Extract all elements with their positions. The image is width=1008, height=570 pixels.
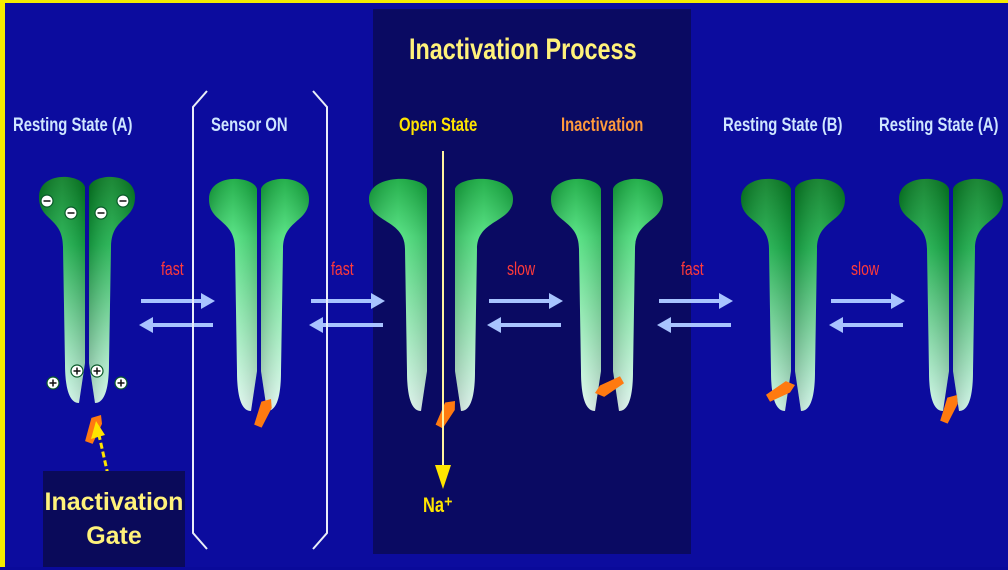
transition-label-2: fast	[331, 259, 354, 280]
state-label-sensor-on: Sensor ON	[211, 115, 288, 137]
transition-label-1: fast	[161, 259, 184, 280]
transition-label-4: fast	[681, 259, 704, 280]
sensor-charge-pos-3	[91, 365, 103, 377]
channel-3-right-subunit-shading	[455, 179, 513, 411]
state-label-resting-a-final: Resting State (A)	[879, 115, 998, 137]
channel-2-right-subunit-shading	[261, 179, 309, 411]
channel-4-left-subunit-shading	[551, 179, 601, 411]
sensor-charge-pos-2	[71, 365, 83, 377]
sensor-charge-neg-2	[65, 207, 77, 219]
inactivation-gate-label: Inactivation Gate	[43, 485, 185, 553]
channel-6-left-subunit-shading	[899, 179, 949, 411]
transition-arrows-1	[139, 293, 215, 333]
sensor-charge-neg-4	[117, 195, 129, 207]
transition-label-3: slow	[507, 259, 535, 280]
state-label-inactivation: Inactivation	[561, 115, 643, 137]
transition-arrows-3	[487, 293, 563, 333]
channel-3-inactivation-gate	[434, 397, 459, 429]
transition-label-5: slow	[851, 259, 879, 280]
sodium-ion-label: Na⁺	[423, 493, 453, 518]
channel-5-left-subunit-shading	[741, 179, 791, 411]
bracket-left	[193, 91, 207, 549]
gate-pointer-line	[99, 435, 108, 475]
sensor-charge-pos-1	[47, 377, 59, 389]
diagram-title: Inactivation Process	[409, 33, 637, 67]
sensor-charge-neg-1	[41, 195, 53, 207]
ion-flow-arrowhead	[435, 465, 451, 489]
transition-arrows-4	[657, 293, 733, 333]
channel-5-right-subunit-shading	[795, 179, 845, 411]
state-label-resting-a: Resting State (A)	[13, 115, 132, 137]
channel-4-right-subunit-shading	[613, 179, 663, 411]
channel-6-right-subunit-shading	[953, 179, 1003, 411]
transition-arrows-2	[309, 293, 385, 333]
sensor-charge-pos-4	[115, 377, 127, 389]
channel-3-left-subunit-shading	[369, 179, 427, 411]
inactivation-gate-callout: Inactivation Gate	[43, 471, 185, 567]
sensor-charge-neg-3	[95, 207, 107, 219]
channel-2-left-subunit-shading	[209, 179, 257, 411]
state-label-resting-b: Resting State (B)	[723, 115, 842, 137]
transition-arrows-5	[829, 293, 905, 333]
state-label-open: Open State	[399, 115, 477, 137]
